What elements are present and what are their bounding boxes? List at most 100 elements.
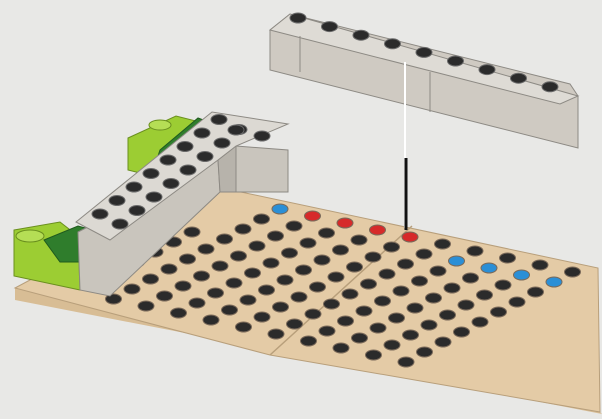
baseplate-stud bbox=[416, 249, 432, 259]
baseplate-stud bbox=[365, 252, 381, 262]
baseplate-stud bbox=[273, 302, 289, 312]
baseplate-stud bbox=[495, 280, 511, 290]
wall-stud bbox=[211, 115, 227, 125]
baseplate-stud bbox=[477, 290, 493, 300]
floating-brick-stud bbox=[290, 13, 306, 23]
baseplate-stud bbox=[208, 288, 224, 298]
wall-stud bbox=[112, 219, 128, 229]
floating-brick-stud bbox=[448, 56, 464, 66]
baseplate-stud bbox=[296, 265, 312, 275]
baseplate-stud bbox=[491, 307, 507, 317]
baseplate-stud bbox=[198, 244, 214, 254]
baseplate-stud bbox=[342, 289, 358, 299]
baseplate-stud bbox=[143, 274, 159, 284]
baseplate-stud bbox=[472, 317, 488, 327]
wall-stud bbox=[228, 125, 244, 135]
baseplate-stud bbox=[217, 234, 233, 244]
baseplate-stud bbox=[236, 322, 252, 332]
baseplate-stud bbox=[389, 313, 405, 323]
baseplate-stud bbox=[338, 316, 354, 326]
baseplate-stud bbox=[245, 268, 261, 278]
lime-stud bbox=[16, 230, 44, 242]
baseplate-stud bbox=[393, 286, 409, 296]
baseplate-stud bbox=[314, 255, 330, 265]
wall-stud bbox=[180, 165, 196, 175]
baseplate-stud bbox=[403, 330, 419, 340]
floating-brick-stud bbox=[353, 30, 369, 40]
baseplate-stud bbox=[263, 258, 279, 268]
baseplate-stud bbox=[254, 214, 270, 224]
blue-marker-stud bbox=[546, 277, 562, 287]
red-marker-stud bbox=[402, 232, 418, 242]
baseplate-stud bbox=[500, 253, 516, 263]
baseplate-stud bbox=[286, 221, 302, 231]
baseplate-stud bbox=[509, 297, 525, 307]
baseplate-stud bbox=[324, 299, 340, 309]
baseplate-stud bbox=[157, 291, 173, 301]
baseplate-stud bbox=[277, 275, 293, 285]
baseplate-stud bbox=[305, 309, 321, 319]
baseplate-stud bbox=[347, 262, 363, 272]
wall-stud bbox=[194, 128, 210, 138]
baseplate-stud bbox=[440, 310, 456, 320]
baseplate-stud bbox=[435, 337, 451, 347]
baseplate-stud bbox=[467, 246, 483, 256]
baseplate-stud bbox=[532, 260, 548, 270]
wall-stud bbox=[254, 131, 270, 141]
red-marker-stud bbox=[305, 211, 321, 221]
baseplate-stud bbox=[319, 228, 335, 238]
red-marker-stud bbox=[370, 225, 386, 235]
baseplate-stud bbox=[222, 305, 238, 315]
baseplate-stud bbox=[231, 251, 247, 261]
baseplate-stud bbox=[138, 301, 154, 311]
lime-stud-back bbox=[149, 120, 171, 130]
baseplate-stud bbox=[352, 333, 368, 343]
baseplate-stud bbox=[310, 282, 326, 292]
baseplate-stud bbox=[240, 295, 256, 305]
wall-stud bbox=[146, 192, 162, 202]
baseplate-stud bbox=[398, 357, 414, 367]
floating-brick-stud bbox=[479, 65, 495, 75]
wall-stud bbox=[92, 209, 108, 219]
baseplate-stud bbox=[398, 259, 414, 269]
baseplate-stud bbox=[254, 312, 270, 322]
baseplate-stud bbox=[351, 235, 367, 245]
baseplate-stud bbox=[379, 269, 395, 279]
baseplate-stud bbox=[259, 285, 275, 295]
baseplate-stud bbox=[366, 350, 382, 360]
floating-brick-stud bbox=[385, 39, 401, 49]
baseplate-stud bbox=[430, 266, 446, 276]
baseplate-stud bbox=[384, 340, 400, 350]
baseplate-stud bbox=[249, 241, 265, 251]
baseplate-stud bbox=[287, 319, 303, 329]
baseplate-stud bbox=[268, 329, 284, 339]
baseplate-stud bbox=[417, 347, 433, 357]
baseplate-stud bbox=[528, 287, 544, 297]
blue-marker-stud bbox=[449, 256, 465, 266]
baseplate-stud bbox=[384, 242, 400, 252]
baseplate-stud bbox=[412, 276, 428, 286]
floating-brick-stud bbox=[322, 22, 338, 32]
baseplate-stud bbox=[124, 284, 140, 294]
baseplate-stud bbox=[458, 300, 474, 310]
baseplate-stud bbox=[356, 306, 372, 316]
baseplate-stud bbox=[235, 224, 251, 234]
baseplate-stud bbox=[407, 303, 423, 313]
baseplate-stud bbox=[291, 292, 307, 302]
wall-stud bbox=[129, 206, 145, 216]
baseplate-stud bbox=[435, 239, 451, 249]
baseplate-stud bbox=[375, 296, 391, 306]
baseplate-stud bbox=[319, 326, 335, 336]
baseplate-stud bbox=[161, 264, 177, 274]
wall-stud bbox=[197, 152, 213, 162]
baseplate-stud bbox=[282, 248, 298, 258]
wall-stud bbox=[126, 182, 142, 192]
baseplate-stud bbox=[184, 227, 200, 237]
baseplate-stud bbox=[565, 267, 581, 277]
wall-stud bbox=[214, 138, 230, 148]
wall-stud bbox=[143, 169, 159, 179]
baseplate-stud bbox=[421, 320, 437, 330]
wall-stud bbox=[177, 142, 193, 152]
